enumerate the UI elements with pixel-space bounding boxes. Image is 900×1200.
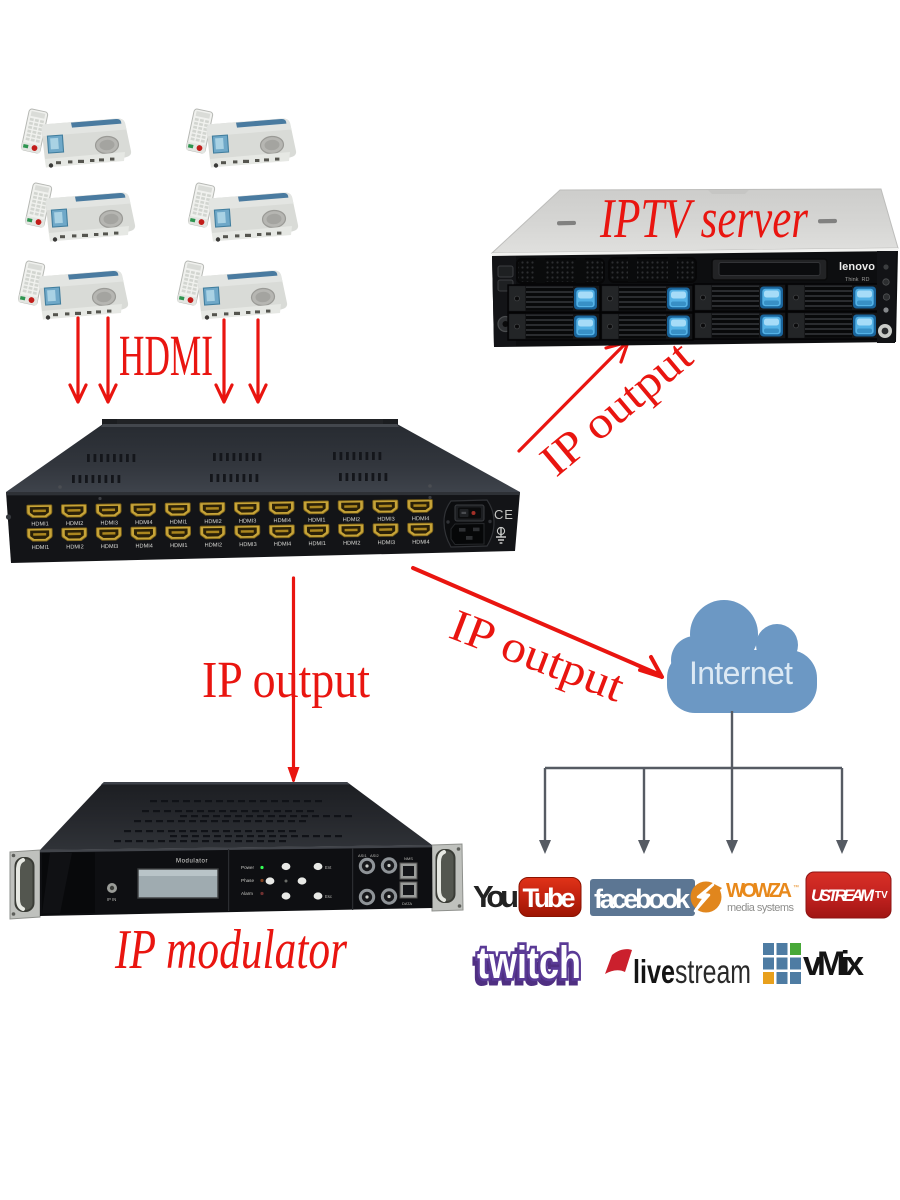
svg-text:DATA: DATA <box>402 901 412 906</box>
svg-text:HDMI4: HDMI4 <box>135 543 152 549</box>
svg-text:HDMI4: HDMI4 <box>274 541 291 547</box>
svg-text:facebook: facebook <box>594 884 691 914</box>
svg-text:HDMI2: HDMI2 <box>66 521 83 527</box>
svg-text:Tube: Tube <box>523 883 576 913</box>
svg-text:IPTV server: IPTV server <box>599 188 808 250</box>
svg-text:HDMI2: HDMI2 <box>343 541 360 547</box>
svg-text:media systems: media systems <box>727 902 795 914</box>
svg-text:IP modulator: IP modulator <box>114 919 347 981</box>
svg-text:HDMI3: HDMI3 <box>239 518 256 524</box>
svg-text:Think RD: Think RD <box>845 277 869 283</box>
svg-text:USTREAM: USTREAM <box>811 886 875 905</box>
svg-text:HDMI: HDMI <box>119 323 213 388</box>
svg-text:™: ™ <box>793 884 799 891</box>
svg-text:HDMI1: HDMI1 <box>170 519 187 525</box>
svg-text:HDMI2: HDMI2 <box>66 544 83 550</box>
svg-text:Esc: Esc <box>325 894 332 899</box>
svg-text:live: live <box>633 953 675 990</box>
svg-text:Ent: Ent <box>325 865 332 870</box>
svg-text:TV: TV <box>875 890 888 901</box>
svg-text:HDMI2: HDMI2 <box>343 517 360 523</box>
svg-text:HDMI2: HDMI2 <box>205 542 222 548</box>
svg-text:Modulator: Modulator <box>176 859 208 865</box>
svg-text:Phase: Phase <box>241 878 254 883</box>
svg-text:HDMI3: HDMI3 <box>378 540 395 546</box>
svg-text:You: You <box>473 879 519 914</box>
svg-text:HDMI4: HDMI4 <box>412 540 429 546</box>
svg-text:HDMI3: HDMI3 <box>377 517 394 523</box>
svg-text:HDMI1: HDMI1 <box>31 521 48 527</box>
svg-text:IP output: IP output <box>202 652 370 709</box>
svg-text:ASI1 ASI2: ASI1 ASI2 <box>358 853 379 858</box>
svg-text:HDMI1: HDMI1 <box>308 518 325 524</box>
svg-text:Power: Power <box>241 865 254 870</box>
svg-text:HDMI3: HDMI3 <box>239 542 256 548</box>
svg-text:WOWZA: WOWZA <box>726 880 792 902</box>
svg-text:twitch: twitch <box>477 937 581 988</box>
svg-text:HDMI3: HDMI3 <box>101 520 118 526</box>
svg-text:NMS: NMS <box>404 856 413 861</box>
svg-text:HDMI4: HDMI4 <box>412 516 429 522</box>
svg-text:HDMI2: HDMI2 <box>204 519 221 525</box>
svg-text:vMix: vMix <box>803 945 864 983</box>
svg-text:HDMI4: HDMI4 <box>273 518 290 524</box>
svg-text:IP IN: IP IN <box>107 897 116 902</box>
svg-text:Alarm: Alarm <box>241 891 253 896</box>
svg-text:HDMI1: HDMI1 <box>308 541 325 547</box>
svg-text:Internet: Internet <box>689 655 793 691</box>
svg-text:twitch: twitch <box>474 942 578 993</box>
svg-text:lenovo: lenovo <box>839 261 875 273</box>
svg-text:HDMI4: HDMI4 <box>135 520 152 526</box>
svg-text:HDMI3: HDMI3 <box>101 544 118 550</box>
svg-text:twitch: twitch <box>477 937 581 988</box>
svg-text:stream: stream <box>675 953 751 990</box>
svg-text:HDMI1: HDMI1 <box>170 543 187 549</box>
svg-text:CE: CE <box>494 507 514 522</box>
svg-text:HDMI1: HDMI1 <box>32 545 49 551</box>
